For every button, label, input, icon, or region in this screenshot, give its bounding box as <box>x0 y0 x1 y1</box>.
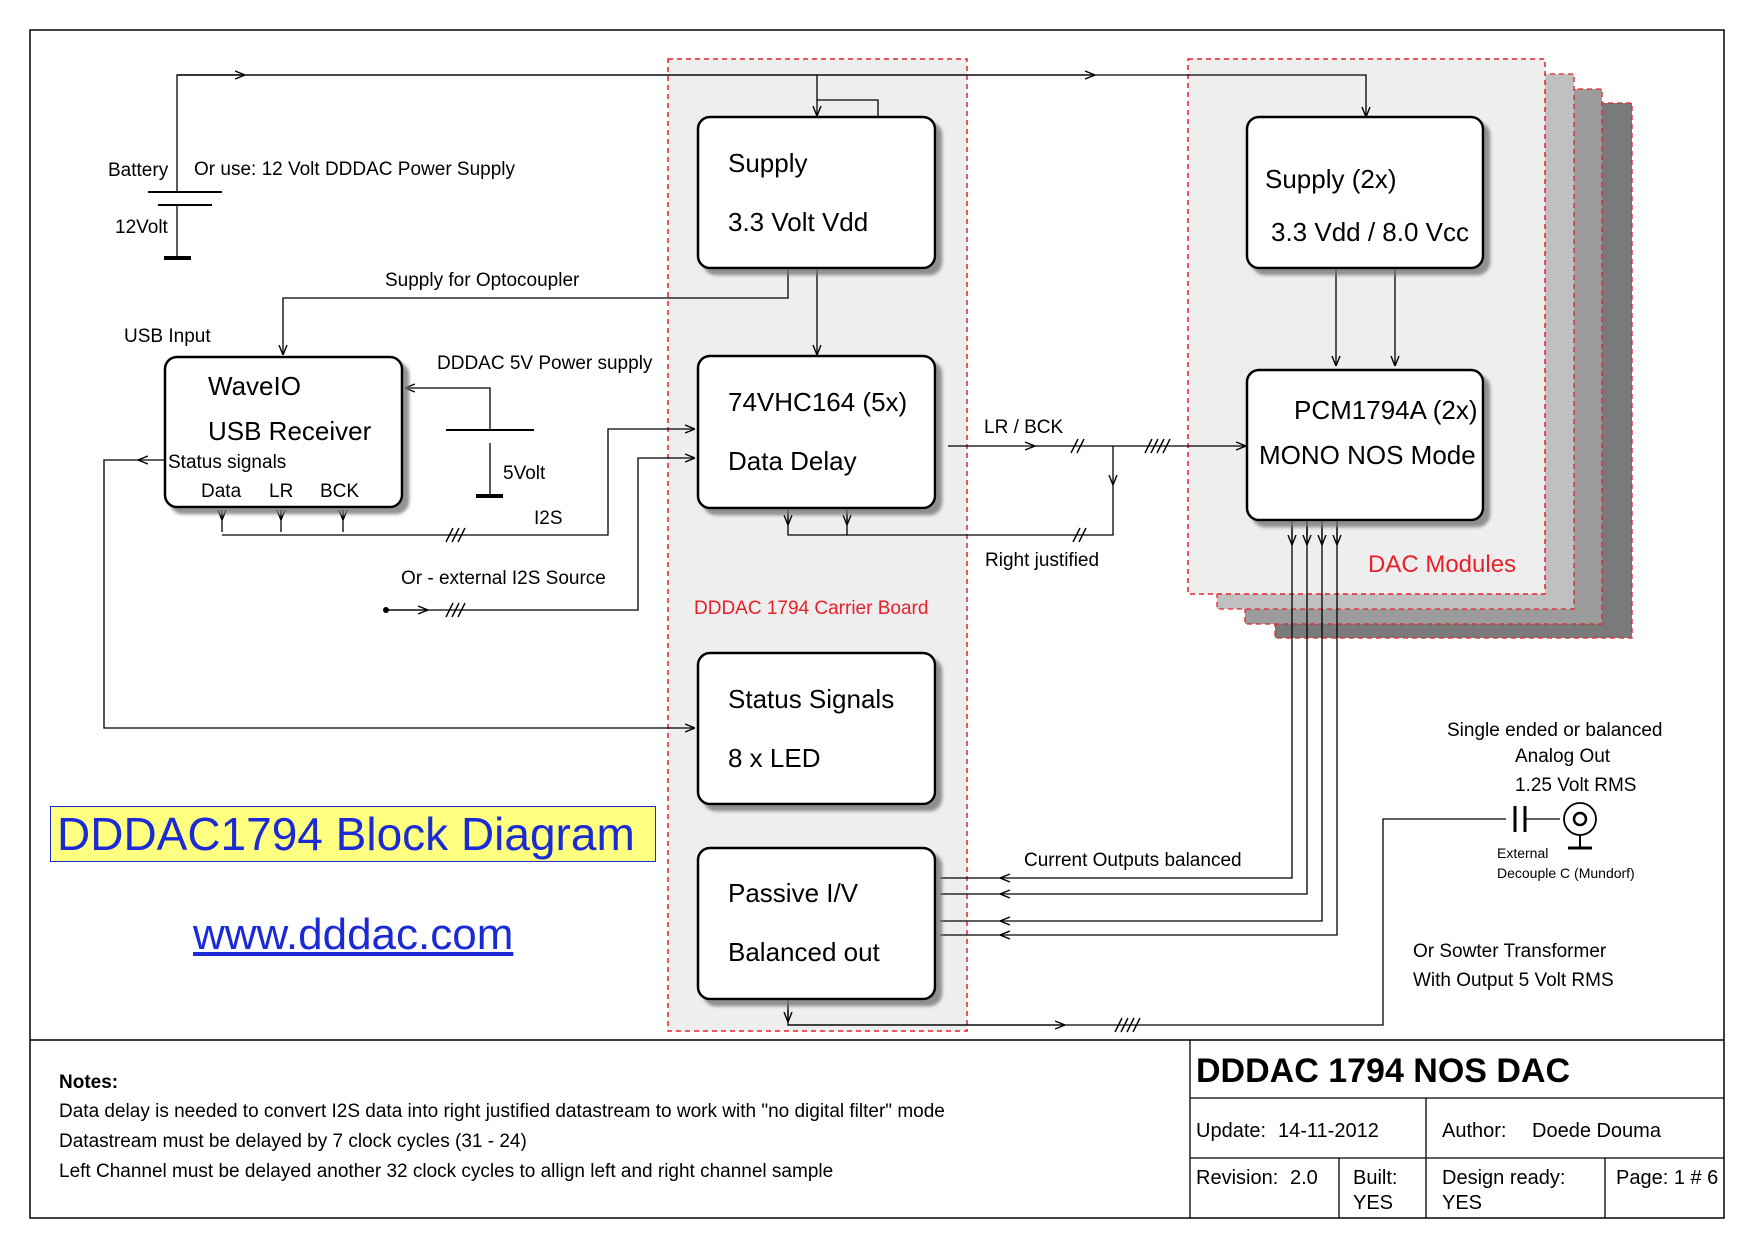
block-waveio: WaveIO USB Receiver Status signals Data … <box>163 355 404 509</box>
external-source-label: Or - external I2S Source <box>401 568 606 589</box>
notes-line: Datastream must be delayed by 7 clock cy… <box>59 1131 527 1152</box>
waveio-status-label: Status signals <box>168 452 286 473</box>
revision-label: Revision: <box>1196 1167 1278 1189</box>
i2s-label: I2S <box>534 508 563 529</box>
psu5v-voltage: 5Volt <box>503 463 546 484</box>
dac-supply-line2: 3.3 Vdd / 8.0 Vcc <box>1271 217 1469 247</box>
battery-voltage: 12Volt <box>115 217 169 238</box>
author-value: Doede Douma <box>1532 1120 1662 1142</box>
sowter-line2: With Output 5 Volt RMS <box>1413 970 1614 991</box>
diagram-title: DDDAC1794 Block Diagram <box>50 806 656 862</box>
block-passive-line2: Balanced out <box>728 937 881 967</box>
page-frame <box>29 29 1725 1219</box>
block-data-delay-line1: 74VHC164 (5x) <box>728 387 907 417</box>
bus-slash-marks <box>445 438 1171 1033</box>
block-dac-supply: Supply (2x) 3.3 Vdd / 8.0 Vcc <box>1245 115 1485 270</box>
block-status-signals: Status Signals 8 x LED <box>696 651 937 806</box>
update-value: 14-11-2012 <box>1278 1120 1379 1142</box>
dac-modules-label: DAC Modules <box>1368 551 1516 578</box>
waveio-line1: WaveIO <box>208 371 301 401</box>
dac-supply-line1: Supply (2x) <box>1265 164 1397 194</box>
block-supply-line1: Supply <box>728 148 808 178</box>
alt-supply-label: Or use: 12 Volt DDDAC Power Supply <box>194 159 516 180</box>
update-label: Update: <box>1196 1120 1266 1142</box>
waveio-pin-lr: LR <box>269 481 293 502</box>
built-label: Built: <box>1353 1167 1397 1189</box>
website-link[interactable]: www.dddac.com <box>193 910 514 959</box>
block-status-line2: 8 x LED <box>728 743 821 773</box>
analog-out-line2: Analog Out <box>1515 746 1611 767</box>
analog-out-line1: Single ended or balanced <box>1447 720 1663 741</box>
block-data-delay-line2: Data Delay <box>728 446 857 476</box>
notes-line: Data delay is needed to convert I2S data… <box>59 1101 945 1122</box>
revision-value: 2.0 <box>1290 1167 1318 1189</box>
current-outputs-label: Current Outputs balanced <box>1024 850 1242 871</box>
block-supply: Supply 3.3 Volt Vdd <box>696 115 937 270</box>
title-block-text: DDDAC 1794 NOS DAC Update: 14-11-2012 Au… <box>1196 1052 1718 1214</box>
external-source-dot <box>383 607 389 613</box>
right-justified-label: Right justified <box>985 550 1099 571</box>
block-passive-iv: Passive I/V Balanced out <box>696 846 937 1001</box>
wiring <box>103 75 1597 1025</box>
pcm-line2: MONO NOS Mode <box>1259 440 1476 470</box>
diagram-labels: Battery Or use: 12 Volt DDDAC Power Supp… <box>108 159 1663 991</box>
cap-label-line2: Decouple C (Mundorf) <box>1497 865 1635 881</box>
title-block <box>1189 1040 1724 1218</box>
design-ready-value: YES <box>1442 1192 1482 1214</box>
pcm-line1: PCM1794A (2x) <box>1294 395 1478 425</box>
lr-bck-label: LR / BCK <box>984 417 1064 438</box>
block-passive-line1: Passive I/V <box>728 878 859 908</box>
page-number: Page: 1 # 6 <box>1616 1167 1718 1189</box>
cap-label-line1: External <box>1497 845 1548 861</box>
block-pcm1794a: PCM1794A (2x) MONO NOS Mode <box>1245 368 1485 522</box>
block-status-line1: Status Signals <box>728 684 894 714</box>
battery-label: Battery <box>108 160 169 181</box>
opto-supply-label: Supply for Optocoupler <box>385 270 580 291</box>
notes-heading: Notes: <box>59 1072 118 1093</box>
carrier-board-label: DDDAC 1794 Carrier Board <box>694 598 928 619</box>
waveio-pin-bck: BCK <box>320 481 359 502</box>
block-supply-line2: 3.3 Volt Vdd <box>728 207 868 237</box>
waveio-line2: USB Receiver <box>208 416 372 446</box>
design-ready-label: Design ready: <box>1442 1167 1565 1189</box>
author-label: Author: <box>1442 1120 1506 1142</box>
psu5v-label: DDDAC 5V Power supply <box>437 353 653 374</box>
notes: Notes: Data delay is needed to convert I… <box>59 1072 945 1182</box>
sowter-line1: Or Sowter Transformer <box>1413 941 1607 962</box>
usb-input-label: USB Input <box>124 326 211 347</box>
project-title: DDDAC 1794 NOS DAC <box>1196 1052 1570 1090</box>
built-value: YES <box>1353 1192 1393 1214</box>
notes-line: Left Channel must be delayed another 32 … <box>59 1161 833 1182</box>
analog-out-line3: 1.25 Volt RMS <box>1515 775 1636 796</box>
waveio-pin-data: Data <box>201 481 242 502</box>
block-data-delay: 74VHC164 (5x) Data Delay <box>696 354 937 510</box>
